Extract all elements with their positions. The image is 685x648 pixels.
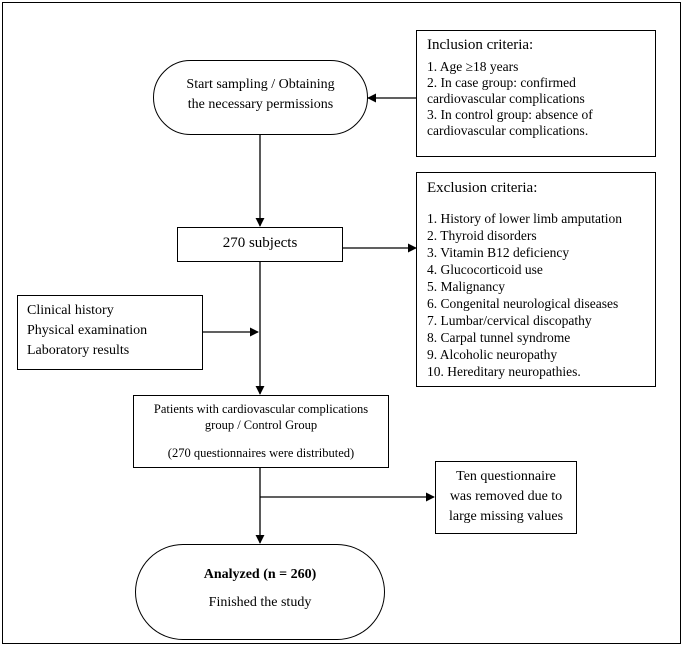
exclusion-item: 1. History of lower limb amputation bbox=[427, 211, 622, 226]
exclusion-criteria-box: Exclusion criteria: 1. History of lower … bbox=[416, 172, 656, 387]
analyzed-title: Analyzed (n = 260) bbox=[203, 567, 317, 582]
groups-line-1: Patients with cardiovascular complicatio… bbox=[153, 402, 369, 416]
clinical-line: Clinical history bbox=[27, 303, 114, 318]
removed-box: Ten questionnaire was removed due to lar… bbox=[435, 461, 577, 534]
exclusion-title: Exclusion criteria: bbox=[427, 180, 538, 196]
exclusion-item: 7. Lumbar/cervical discopathy bbox=[427, 313, 592, 328]
removed-line: was removed due to bbox=[449, 489, 563, 504]
groups-line-2: group / Control Group bbox=[204, 418, 318, 432]
removed-line: Ten questionnaire bbox=[456, 469, 556, 484]
groups-line-3: (270 questionnaires were distributed) bbox=[167, 446, 355, 460]
exclusion-item: 8. Carpal tunnel syndrome bbox=[427, 330, 571, 345]
subjects-box: 270 subjects bbox=[177, 227, 343, 262]
subjects-label: 270 subjects bbox=[222, 235, 298, 251]
clinical-line: Laboratory results bbox=[27, 343, 130, 358]
groups-box: Patients with cardiovascular complicatio… bbox=[133, 395, 389, 468]
analyzed-node: Analyzed (n = 260) Finished the study bbox=[135, 544, 385, 640]
inclusion-line: 2. In case group: confirmed bbox=[427, 75, 576, 90]
start-line-1: Start sampling / Obtaining bbox=[186, 77, 335, 92]
exclusion-item: 5. Malignancy bbox=[427, 279, 505, 294]
exclusion-item: 4. Glucocorticoid use bbox=[427, 262, 543, 277]
inclusion-line: cardiovascular complications bbox=[427, 91, 585, 106]
clinical-box: Clinical history Physical examination La… bbox=[17, 295, 203, 370]
analyzed-subtitle: Finished the study bbox=[208, 595, 312, 610]
inclusion-title: Inclusion criteria: bbox=[427, 37, 534, 53]
inclusion-line: cardiovascular complications. bbox=[427, 123, 589, 138]
removed-line: large missing values bbox=[448, 509, 564, 524]
exclusion-item: 6. Congenital neurological diseases bbox=[427, 296, 619, 311]
exclusion-item: 9. Alcoholic neuropathy bbox=[427, 347, 558, 362]
start-node: Start sampling / Obtaining the necessary… bbox=[153, 60, 368, 135]
start-line-2: the necessary permissions bbox=[187, 97, 334, 112]
inclusion-line: 3. In control group: absence of bbox=[427, 107, 593, 122]
exclusion-item: 2. Thyroid disorders bbox=[427, 228, 537, 243]
exclusion-item: 10. Hereditary neuropathies. bbox=[427, 364, 581, 379]
exclusion-item: 3. Vitamin B12 deficiency bbox=[427, 245, 570, 260]
clinical-line: Physical examination bbox=[27, 323, 148, 338]
inclusion-line: 1. Age ≥18 years bbox=[427, 59, 519, 74]
inclusion-criteria-box: Inclusion criteria: 1. Age ≥18 years 2. … bbox=[416, 30, 656, 157]
